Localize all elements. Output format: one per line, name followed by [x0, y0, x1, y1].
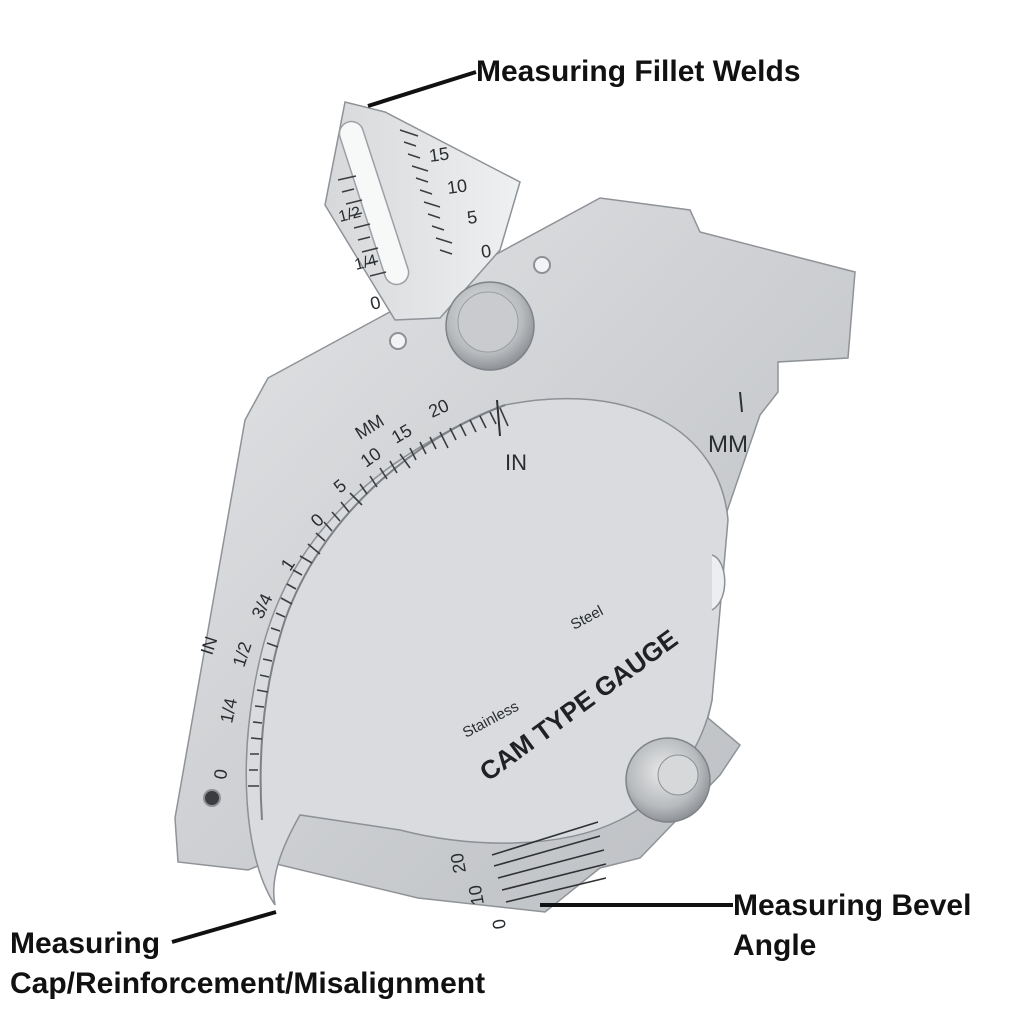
- arc-tick-marks: [248, 407, 509, 787]
- cap-callout-line2: Cap/Reinforcement/Misalignment: [10, 967, 486, 1000]
- cap-callout-line1: Measuring: [10, 927, 161, 960]
- scale-index-line: [496, 399, 501, 437]
- bevel-angle-callout-line2: Angle: [733, 929, 817, 962]
- bevel-angle-callout: Measuring Bevel Angle: [733, 886, 971, 966]
- rivet-hole: [203, 789, 221, 807]
- fillet-in-label: 1/4: [353, 252, 379, 274]
- fillet-in-label: 1/2: [337, 204, 363, 226]
- bevel-label: 0: [489, 917, 510, 930]
- fillet-in-label: 0: [368, 292, 383, 314]
- fillet-leader-line: [367, 70, 477, 108]
- fillet-mm-label: 15: [428, 143, 451, 166]
- unit-in-arc-label: IN: [197, 634, 222, 657]
- arc-in-label: 0: [210, 768, 231, 781]
- cam-arc-edge: [259, 404, 506, 821]
- fillet-mm-label: 5: [466, 207, 479, 228]
- fillet-tick-marks: [337, 129, 453, 277]
- bevel-label: 20: [447, 852, 470, 875]
- rivet-hole: [389, 332, 407, 350]
- fillet-welds-callout-text: Measuring Fillet Welds: [476, 55, 801, 88]
- fillet-slider-blade: [324, 101, 521, 321]
- edge-notch: [711, 554, 726, 611]
- bevel-knob-cap: [657, 754, 699, 796]
- bevel-label: 10: [465, 884, 488, 907]
- bevel-angle-callout-line1: Measuring Bevel: [733, 889, 972, 922]
- cap-leader-line: [171, 910, 277, 944]
- rivet-hole: [533, 256, 551, 274]
- fillet-mm-label: 0: [480, 241, 493, 262]
- bevel-angle-fan: [491, 821, 607, 903]
- fillet-scale-in-labels: 1/2 1/4 0: [337, 204, 383, 314]
- fillet-mm-label: 10: [446, 175, 469, 198]
- unit-mm-label: MM: [708, 431, 748, 458]
- cap-reinforcement-callout: Measuring Cap/Reinforcement/Misalignment: [10, 924, 485, 1004]
- fillet-slider-slot: [338, 120, 410, 286]
- unit-in-label: IN: [505, 450, 527, 475]
- fillet-welds-callout: Measuring Fillet Welds: [476, 52, 801, 92]
- bevel-scale-labels: 20 10 0: [447, 852, 510, 931]
- cam-disc: [245, 397, 729, 906]
- top-pivot-knob-face: [457, 291, 519, 353]
- scale-index-line: [739, 391, 743, 413]
- fillet-scale-mm-labels: 15 10 5 0: [428, 143, 493, 262]
